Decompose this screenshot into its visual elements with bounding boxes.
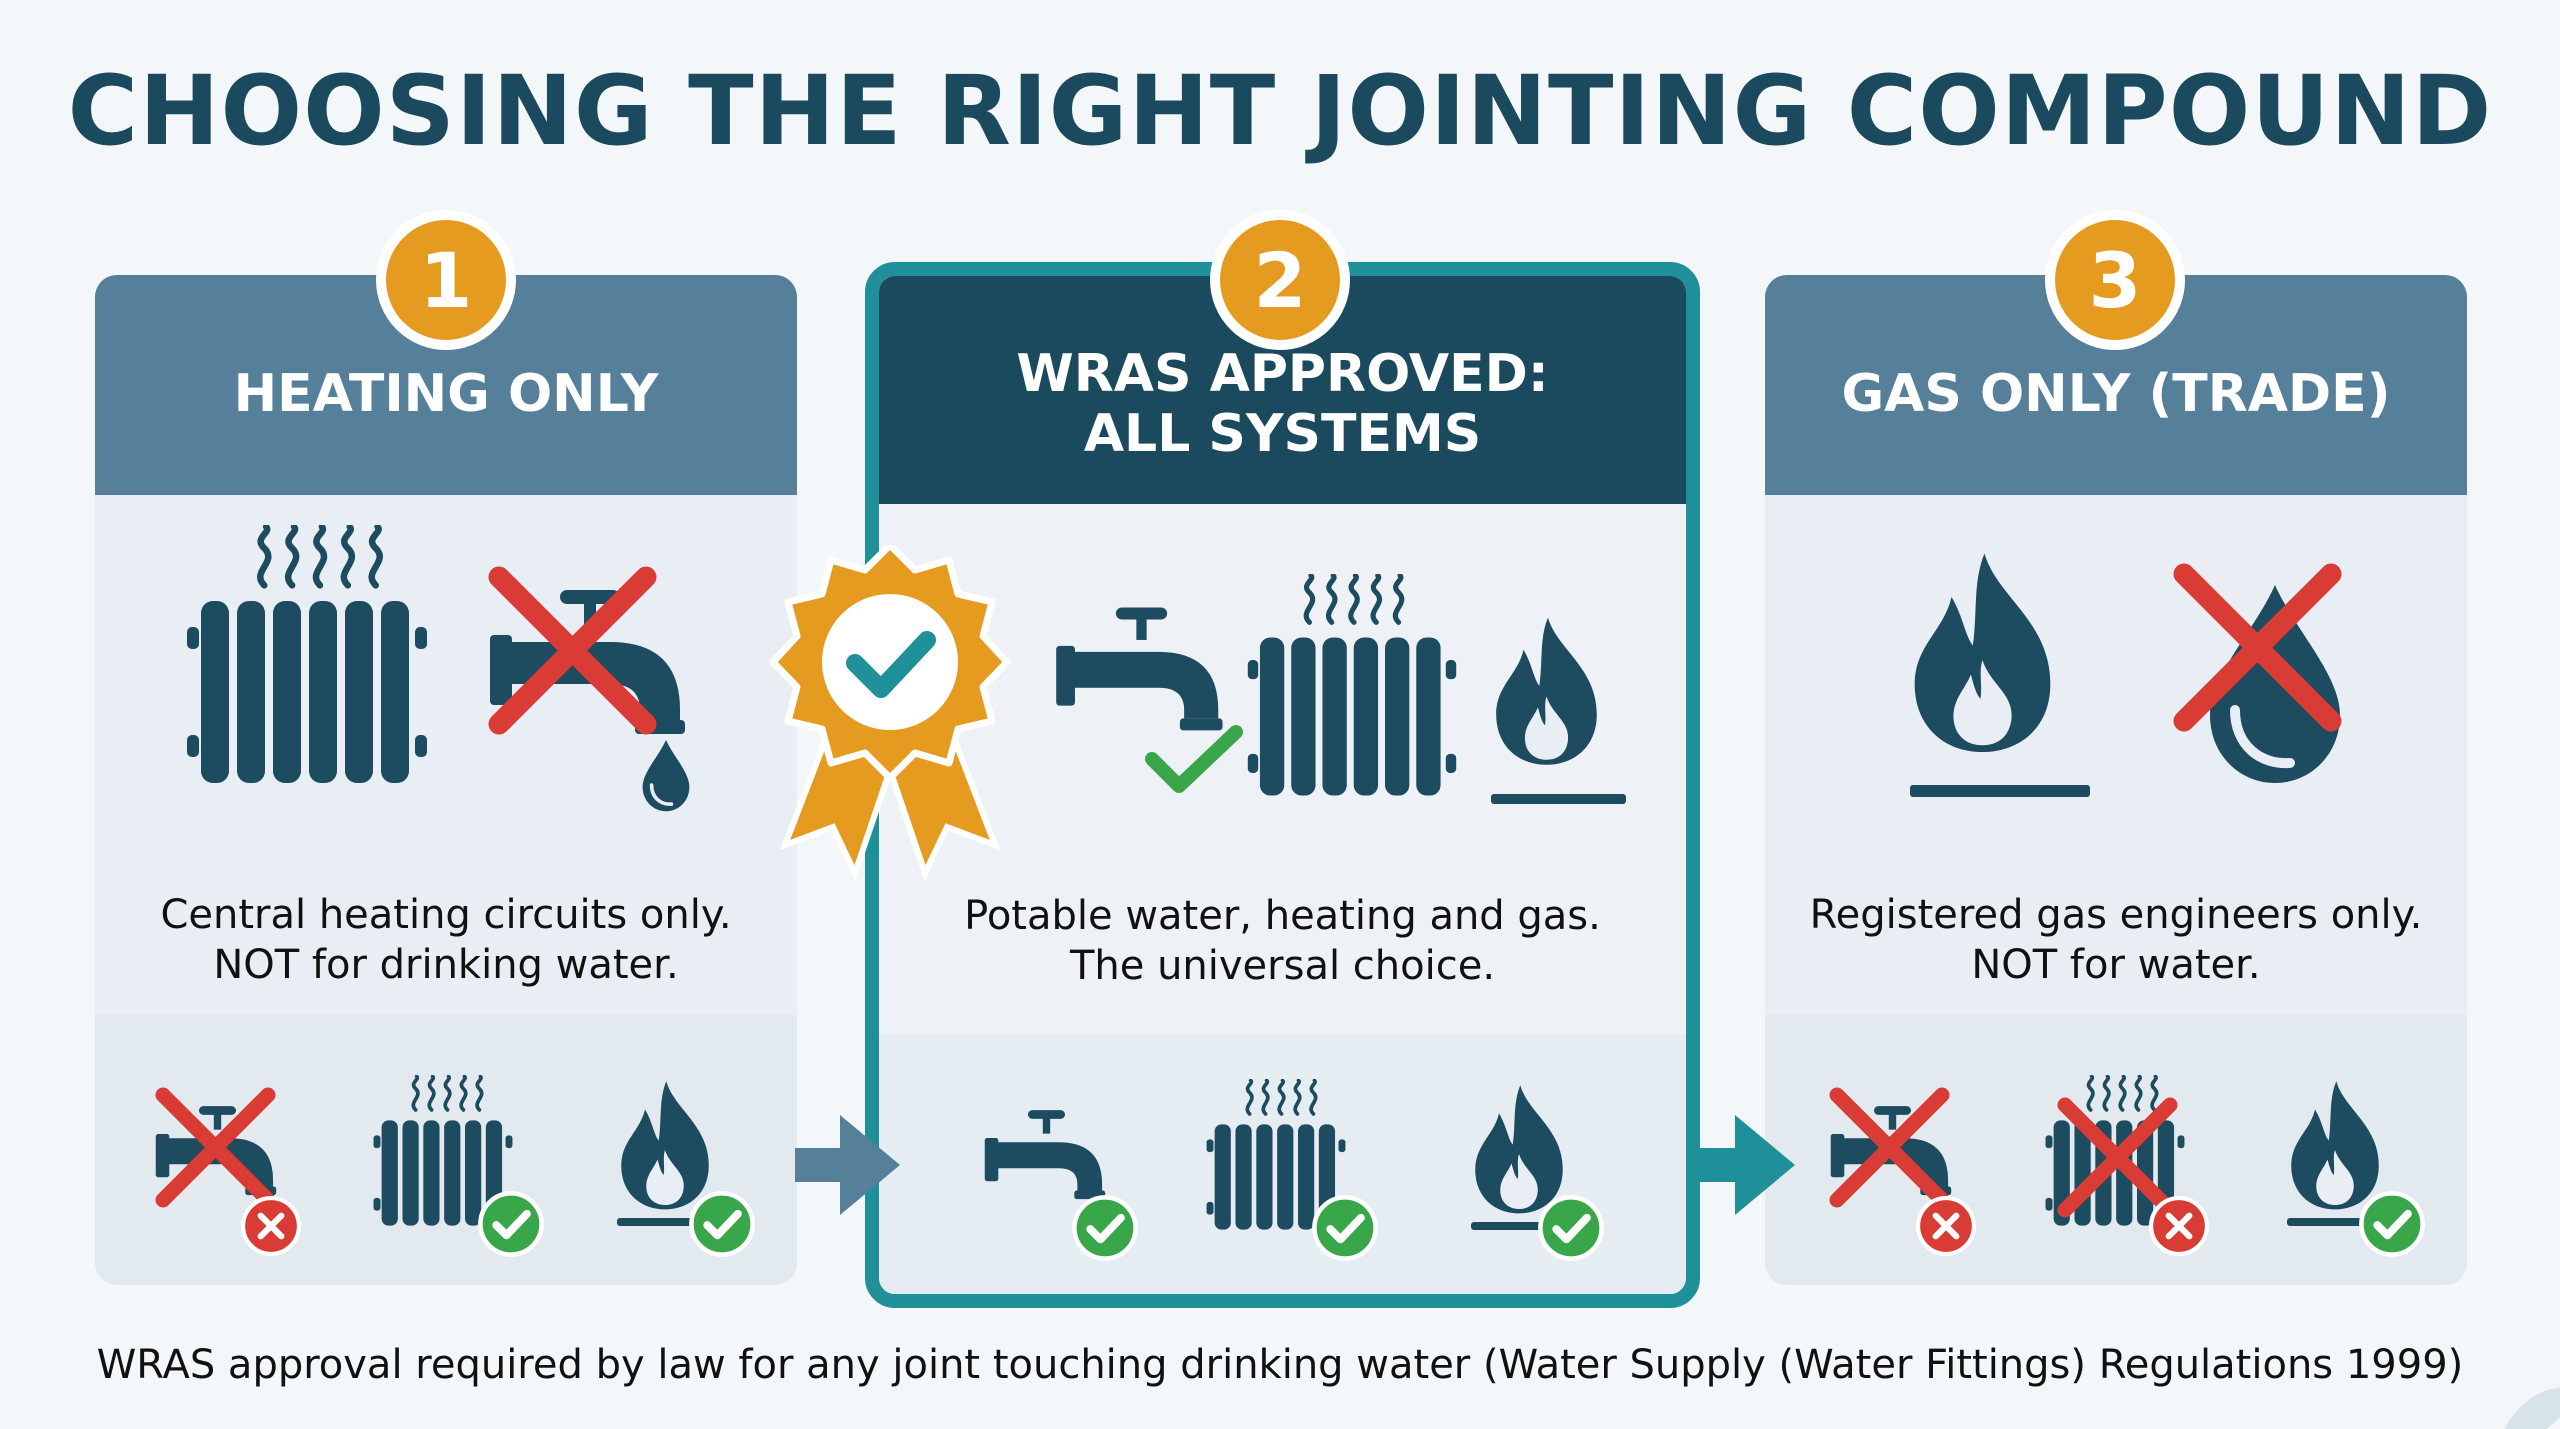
card-heating-only: HEATING ONLY Central heating circuits on…: [95, 275, 797, 1285]
card-illustration: [1765, 495, 2467, 1015]
card-description: Potable water, heating and gas. The univ…: [879, 891, 1686, 991]
allowed-badge-icon: [1311, 1194, 1379, 1262]
compatibility-strip: [95, 1030, 797, 1285]
allowed-badge-icon: [1071, 1194, 1139, 1262]
allowed-badge-icon: [2358, 1190, 2426, 1258]
arrow-right-icon: [795, 1115, 900, 1215]
tap-icon: [1054, 599, 1229, 744]
decorative-leaf-icon: [2504, 1387, 2560, 1429]
compatibility-strip: [1765, 1030, 2467, 1285]
not-allowed-badge-icon: [1915, 1195, 1977, 1257]
approved-rosette-icon: [769, 545, 1011, 881]
card-illustration: [95, 495, 797, 1015]
flame-icon: [1489, 614, 1604, 779]
description-line-2: NOT for water.: [1971, 942, 2261, 988]
cross-icon: [153, 1085, 278, 1210]
page-title: CHOOSING THE RIGHT JOINTING COMPOUND: [67, 55, 2493, 167]
description-line-1: Registered gas engineers only.: [1809, 892, 2423, 938]
card-wras-approved: WRAS APPROVED: ALL SYSTEMS Potable water…: [865, 262, 1700, 1308]
check-icon: [1145, 725, 1243, 793]
not-allowed-badge-icon: [2148, 1195, 2210, 1257]
allowed-badge-icon: [477, 1190, 545, 1258]
step-2-badge: 2: [1210, 210, 1350, 350]
card-gas-only: GAS ONLY (TRADE) Registered gas engineer…: [1765, 275, 2467, 1285]
card-description: Registered gas engineers only. NOT for w…: [1765, 890, 2467, 990]
footer-note: WRAS approval required by law for any jo…: [96, 1342, 2464, 1388]
description-line-1: Potable water, heating and gas.: [964, 893, 1601, 939]
flame-icon: [1905, 550, 2060, 770]
arrow-right-icon: [1690, 1115, 1795, 1215]
allowed-badge-icon: [1537, 1194, 1605, 1262]
compatibility-strip: [879, 1034, 1686, 1294]
water-drop-icon: [640, 740, 692, 812]
step-1-badge: 1: [376, 210, 516, 350]
allowed-badge-icon: [688, 1190, 756, 1258]
card-heading-line-2: ALL SYSTEMS: [1083, 404, 1482, 464]
cross-icon: [2170, 560, 2345, 735]
heat-waves-icon: [1294, 574, 1414, 626]
heat-waves-icon: [245, 525, 395, 590]
heat-waves-icon: [1239, 1079, 1324, 1117]
radiator-icon: [1247, 634, 1457, 799]
not-allowed-badge-icon: [240, 1195, 302, 1257]
description-line-1: Central heating circuits only.: [160, 892, 732, 938]
card-heading-text: HEATING ONLY: [233, 364, 659, 425]
step-3-badge: 3: [2045, 210, 2185, 350]
description-line-2: The universal choice.: [1069, 943, 1496, 989]
card-heading-text: GAS ONLY (TRADE): [1841, 364, 2391, 425]
radiator-icon: [187, 597, 427, 787]
card-description: Central heating circuits only. NOT for d…: [95, 890, 797, 990]
heat-waves-icon: [405, 1075, 490, 1113]
description-line-2: NOT for drinking water.: [213, 942, 679, 988]
card-illustration: [879, 504, 1686, 1014]
cross-icon: [485, 563, 660, 738]
cross-icon: [1827, 1085, 1952, 1210]
card-heading-line-1: WRAS APPROVED:: [1016, 344, 1549, 405]
